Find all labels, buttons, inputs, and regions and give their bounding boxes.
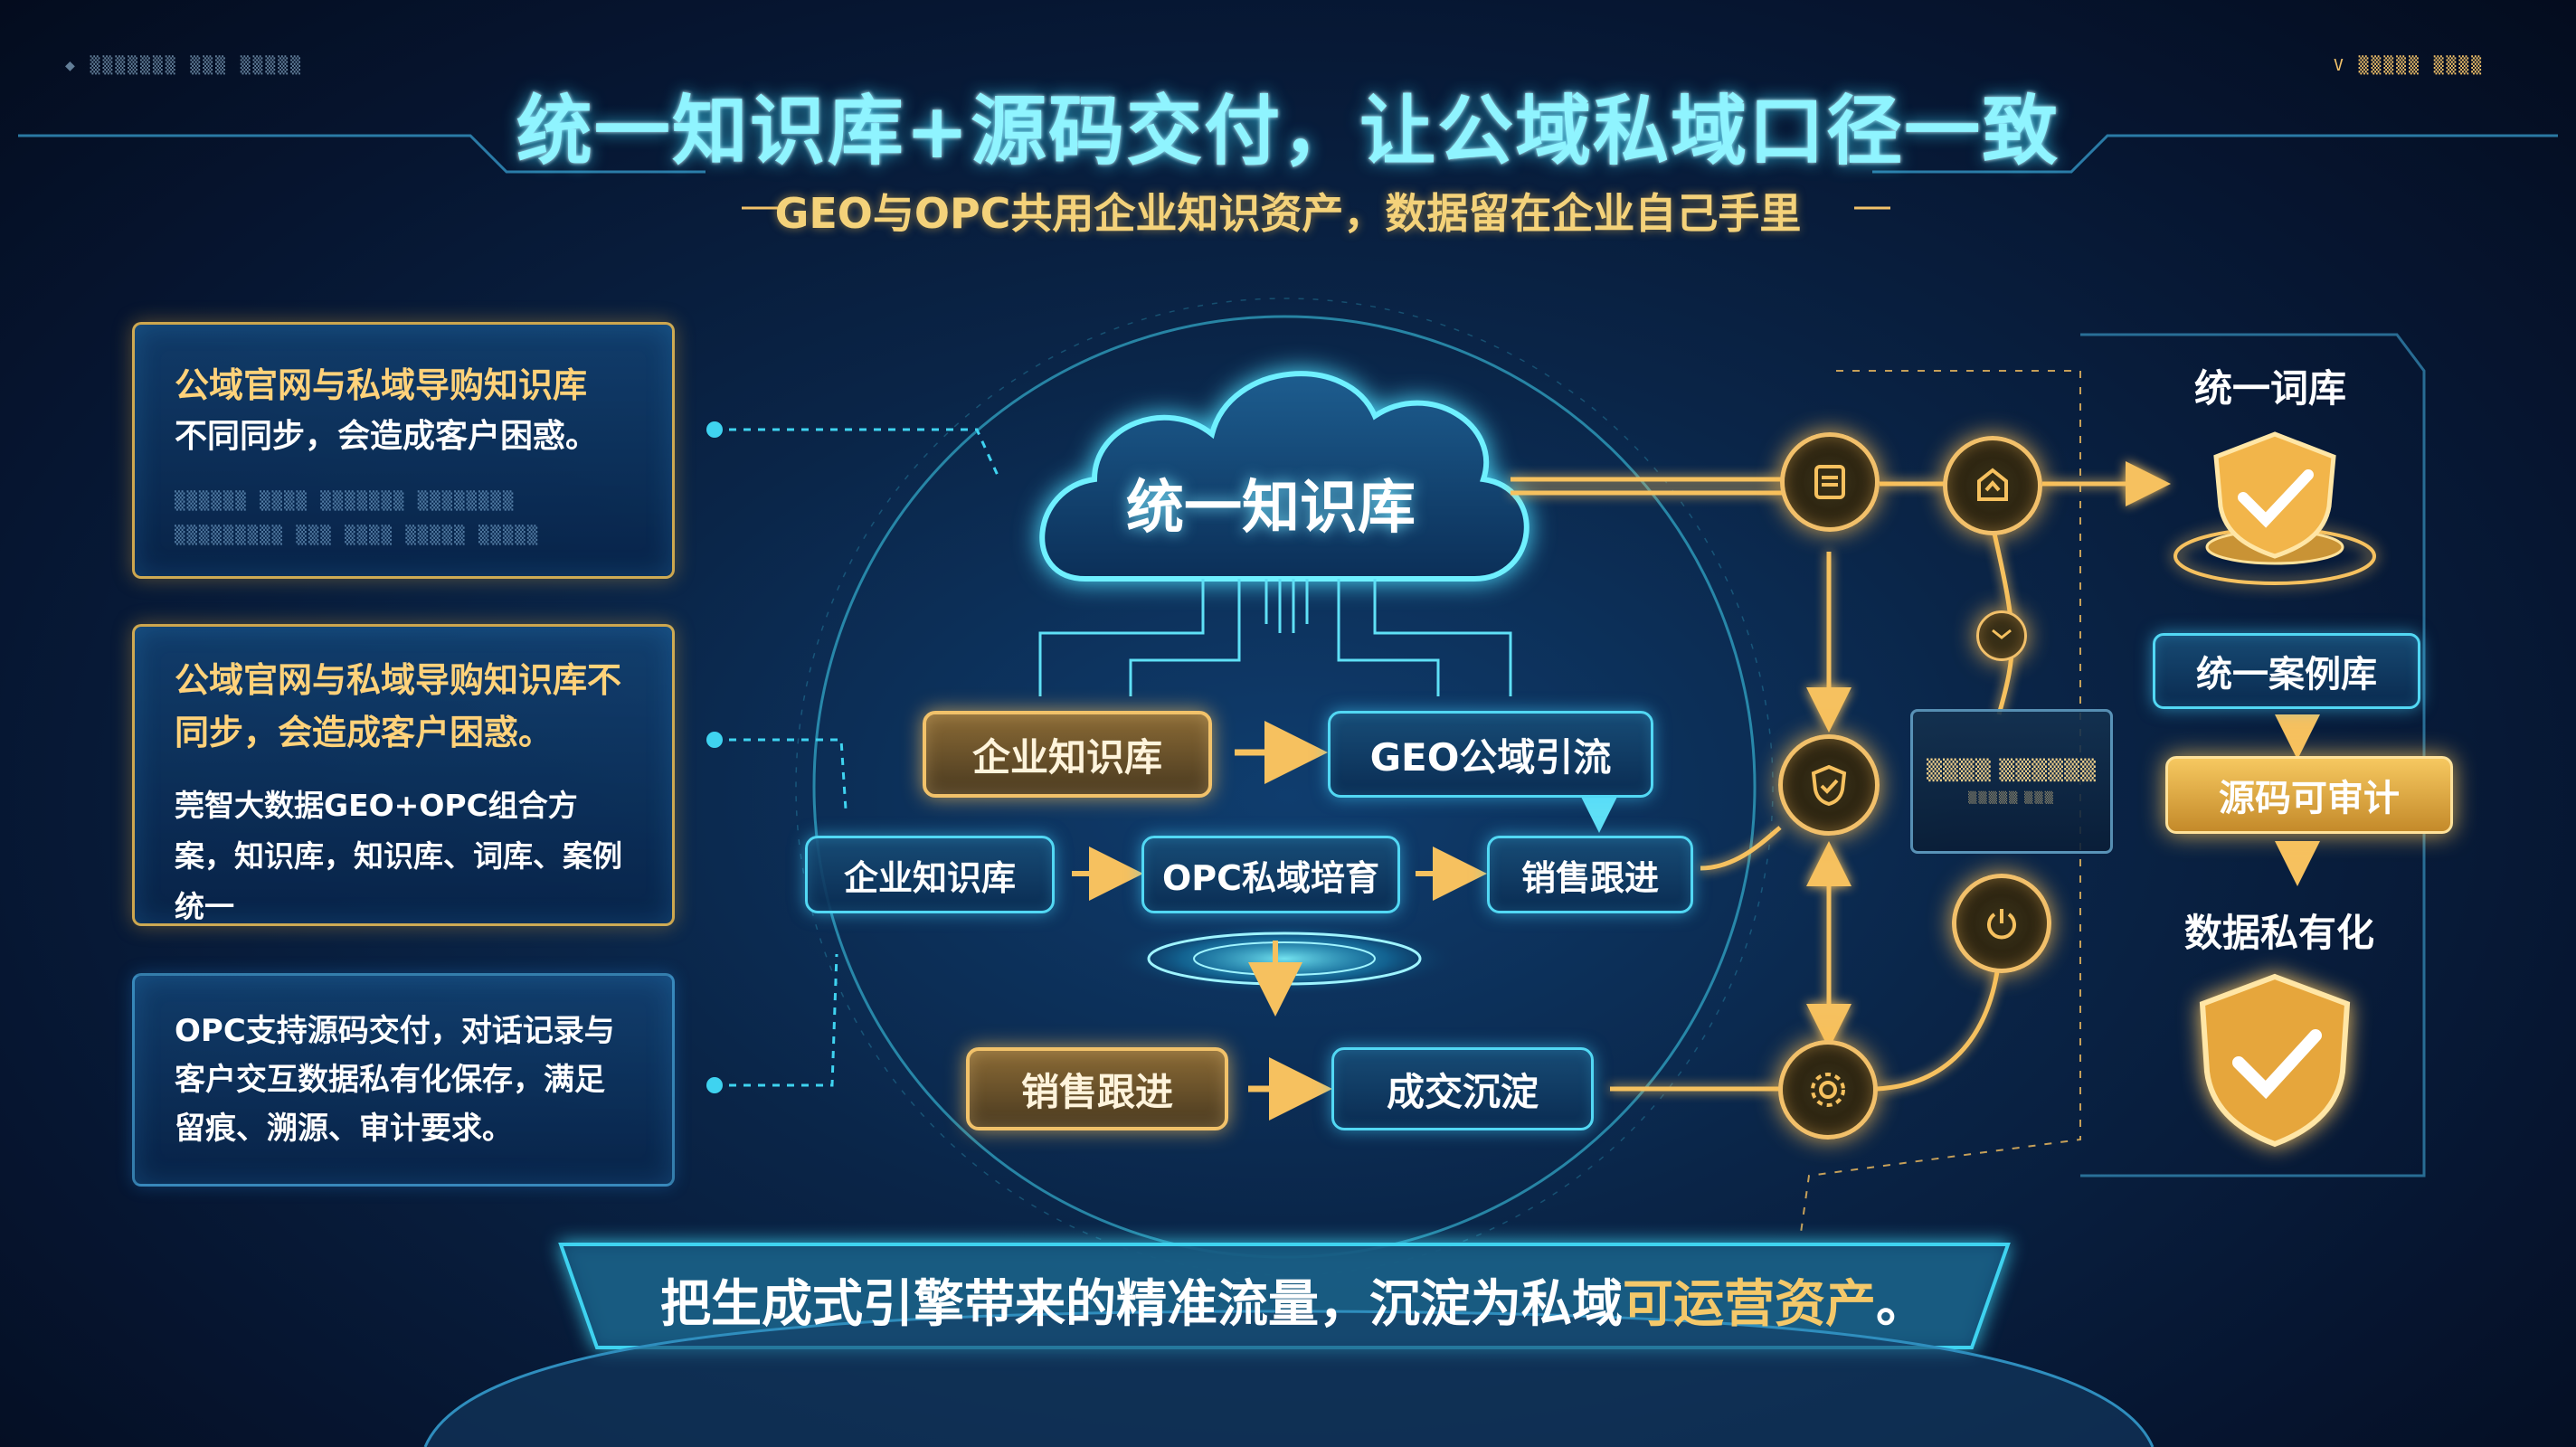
left-panel-3-text: OPC支持源码交付，对话记录与客户交互数据私有化保存，满足留痕、溯源、审计要求。	[175, 1013, 615, 1147]
page-title: 统一知识库+源码交付，让公域私域口径一致	[516, 87, 2060, 175]
data-private-label: 数据私有化	[2183, 911, 2374, 955]
bottom-slogan: 把生成式引擎带来的精准流量，沉淀为私域可运营资产。	[579, 1263, 2008, 1337]
cloud-label: 统一知识库	[1126, 475, 1416, 542]
node-enterprise-kb-mid: 企业知识库	[805, 836, 1055, 913]
device-screen: ▒▒▒▒ ▒▒▒▒▒▒ ▒▒▒▒▒ ▒▒▒	[1910, 709, 2113, 854]
mail-icon	[1976, 610, 2027, 661]
right-column-frame	[2080, 333, 2426, 1177]
bottom-slogan-main: 把生成式引擎带来的精准流量，沉淀为私域	[660, 1275, 1623, 1334]
header-frame-left	[18, 134, 706, 174]
document-icon	[1780, 432, 1880, 532]
page-subtitle: GEO与OPC共用企业知识资产，数据留在企业自己手里	[774, 189, 1802, 238]
left-panel-1-highlight: 公域官网与私域导购知识库	[175, 365, 588, 405]
node-sales-mid: 销售跟进	[1487, 836, 1693, 913]
shield-top-graphic	[2174, 431, 2376, 585]
left-panel-2: 公域官网与私域导购知识库不同步，会造成客户困惑。 莞智大数据GEO+OPC组合方…	[132, 624, 675, 926]
shield-icon	[1778, 734, 1880, 836]
node-sales-bottom: 销售跟进	[966, 1047, 1228, 1130]
device-screen-subtext: ▒▒▒▒▒ ▒▒▒	[1968, 790, 2055, 804]
case-library-label: 统一案例库	[2153, 633, 2420, 709]
logo-left-decoration: ◆ ▒▒▒▒▒▒▒ ▒▒▒ ▒▒▒▒▒	[65, 56, 303, 75]
left-panel-1: 公域官网与私域导购知识库 不同同步，会造成客户困惑。 ▒▒▒▒▒▒ ▒▒▒▒ ▒…	[132, 322, 675, 579]
left-panel-1-text: 不同同步，会造成客户困惑。	[175, 418, 599, 455]
gear-icon	[1778, 1040, 1878, 1140]
source-audit-label: 源码可审计	[2165, 756, 2453, 834]
upload-icon	[1943, 436, 2042, 535]
lexicon-label: 统一词库	[2193, 366, 2346, 411]
bottom-slogan-highlight: 可运营资产	[1623, 1275, 1876, 1334]
logo-right-decoration: V ▒▒▒▒▒ ▒▒▒▒	[2334, 56, 2485, 75]
bottom-slogan-end: 。	[1876, 1275, 1927, 1334]
left-panel-1-decoration: ▒▒▒▒▒▒ ▒▒▒▒ ▒▒▒▒▒▒▒ ▒▒▒▒▒▒▒▒▒▒▒▒▒▒▒▒▒ ▒▒…	[175, 491, 540, 545]
node-enterprise-kb-top: 企业知识库	[923, 711, 1212, 798]
header-frame-right	[1872, 134, 2558, 174]
left-panel-3: OPC支持源码交付，对话记录与客户交互数据私有化保存，满足留痕、溯源、审计要求。	[132, 973, 675, 1187]
device-screen-text: ▒▒▒▒ ▒▒▒▒▒▒	[1927, 759, 2097, 782]
power-icon	[1952, 874, 2051, 973]
platform-glow	[1113, 922, 1456, 995]
node-opc-private: OPC私域培育	[1141, 836, 1400, 913]
shield-bottom-graphic	[2199, 973, 2351, 1148]
left-panel-2-text: 莞智大数据GEO+OPC组合方案，知识库，知识库、词库、案例统一	[175, 788, 622, 924]
node-geo-public: GEO公域引流	[1328, 711, 1653, 798]
left-panel-2-highlight: 公域官网与私域导购知识库不同步，会造成客户困惑。	[175, 660, 622, 752]
cloud-shape	[1039, 371, 1530, 582]
node-deal-settle: 成交沉淀	[1331, 1047, 1594, 1130]
